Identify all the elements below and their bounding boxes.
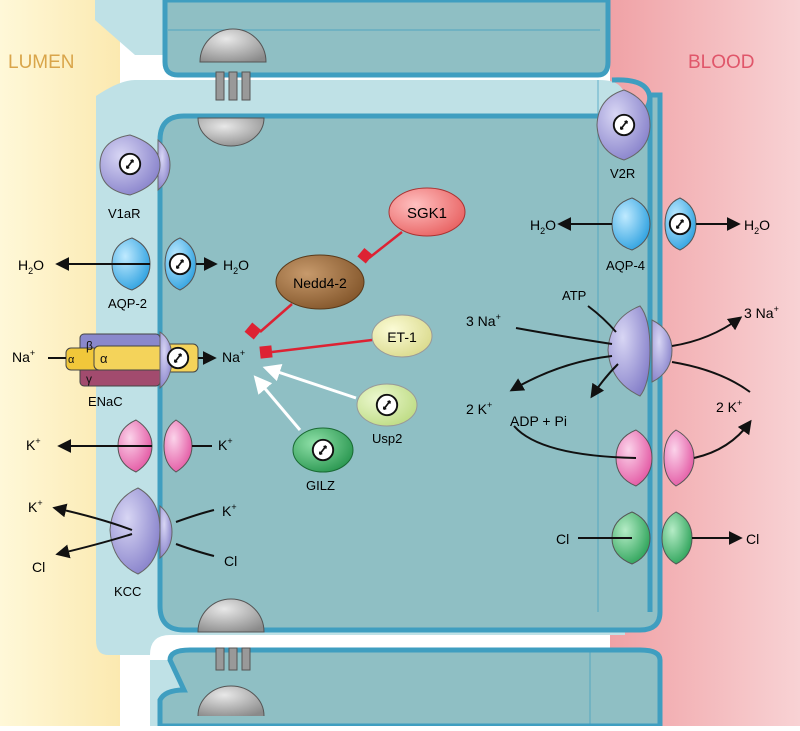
receptor-dial-icon [168,252,192,276]
blood-label: BLOOD [688,52,755,73]
enac-channel [65,331,199,390]
kcc-k-arrow [52,503,133,531]
sgk1-label: SGK1 [407,205,447,222]
k2-out-line [671,361,751,393]
v2r-label: V2R [610,166,635,181]
cl-basal-out-label: Cl [746,531,759,547]
k-basal-out-arrow [693,419,752,459]
main-cell [157,92,663,633]
k-left-label: K+ [26,436,41,453]
usp2-activates-arrow [262,364,357,400]
v1ar-label: V1aR [108,206,141,221]
h2o-aqp4-out-label: H2O [744,217,770,236]
et1-label: ET-1 [387,329,417,345]
v1ar-receptor [99,134,171,196]
et1-node [371,314,433,358]
h2o-aqp4-in-label: H2O [530,217,556,236]
h2o-left-label: H2O [18,257,44,276]
aqp4-channel [611,197,697,251]
upper-cell [95,0,611,78]
usp2-label: Usp2 [372,431,402,446]
et1-inhibits-na-line [271,338,373,354]
receptor-dial-icon [166,346,190,370]
gilz-label: GILZ [306,478,335,493]
receptor-dial-icon [375,393,399,417]
na3-out-arrow [671,316,743,347]
k2-in-arrow [509,355,613,392]
enac-gamma: γ [86,372,92,386]
kcc-cl-inner [175,543,215,557]
k2-in-label: 2 K+ [466,400,492,417]
kcc-cl-arrow [55,533,133,559]
kcc-k-inner [175,509,215,523]
inhibition-bar [357,247,373,264]
kcc-cl-out-label: Cl [32,559,45,575]
na-left-label: Na+ [12,348,35,365]
enac-beta: β [86,339,93,353]
cl-basal-in-label: Cl [556,531,569,547]
lumen-label: LUMEN [8,52,75,73]
adp-arrow [590,363,619,399]
na3-in-line [515,327,613,345]
gilz-activates-arrow [253,375,302,431]
enac-alpha: α [100,351,108,366]
adp-label: ADP + Pi [510,413,567,429]
k-basal-in-line [513,425,637,459]
sgk1-node [388,187,466,237]
na-k-atpase [607,305,673,397]
kcc-transporter [109,487,173,575]
nedd4-2-node [275,254,365,310]
lower-cell [150,598,663,729]
v2r-receptor [596,89,651,161]
na3-out-label: 3 Na+ [744,304,779,321]
nedd4-2-label: Nedd4-2 [293,275,347,291]
receptor-dial-icon [612,113,636,137]
na3-in-label: 3 Na+ [466,312,501,329]
k-right-label: K+ [218,436,233,453]
nedd-inhibits-na-line [259,303,293,333]
na-cell-label: Na+ [222,348,245,365]
kcc-k-out-label: K+ [28,498,43,515]
aqp4-label: AQP-4 [606,258,645,273]
kcc-k-in-label: K+ [222,502,237,519]
aqp2-label: AQP-2 [108,296,147,311]
kcc-label: KCC [114,584,141,599]
h2o-inner-label: H2O [223,257,249,276]
atp-line [587,305,617,333]
receptor-dial-icon [668,212,692,236]
receptor-dial-icon [311,438,335,462]
atp-label: ATP [562,288,586,303]
sgk1-inhibits-nedd-line [368,231,403,259]
enac-alpha-left: α [68,354,75,366]
enac-label: ENaC [88,394,123,409]
inhibition-bar [259,345,273,359]
kcc-cl-in-label: Cl [224,553,237,569]
inhibition-bar [244,322,262,340]
k2-out-label: 2 K+ [716,398,742,415]
receptor-dial-icon [118,152,142,176]
junction-top [197,71,265,147]
